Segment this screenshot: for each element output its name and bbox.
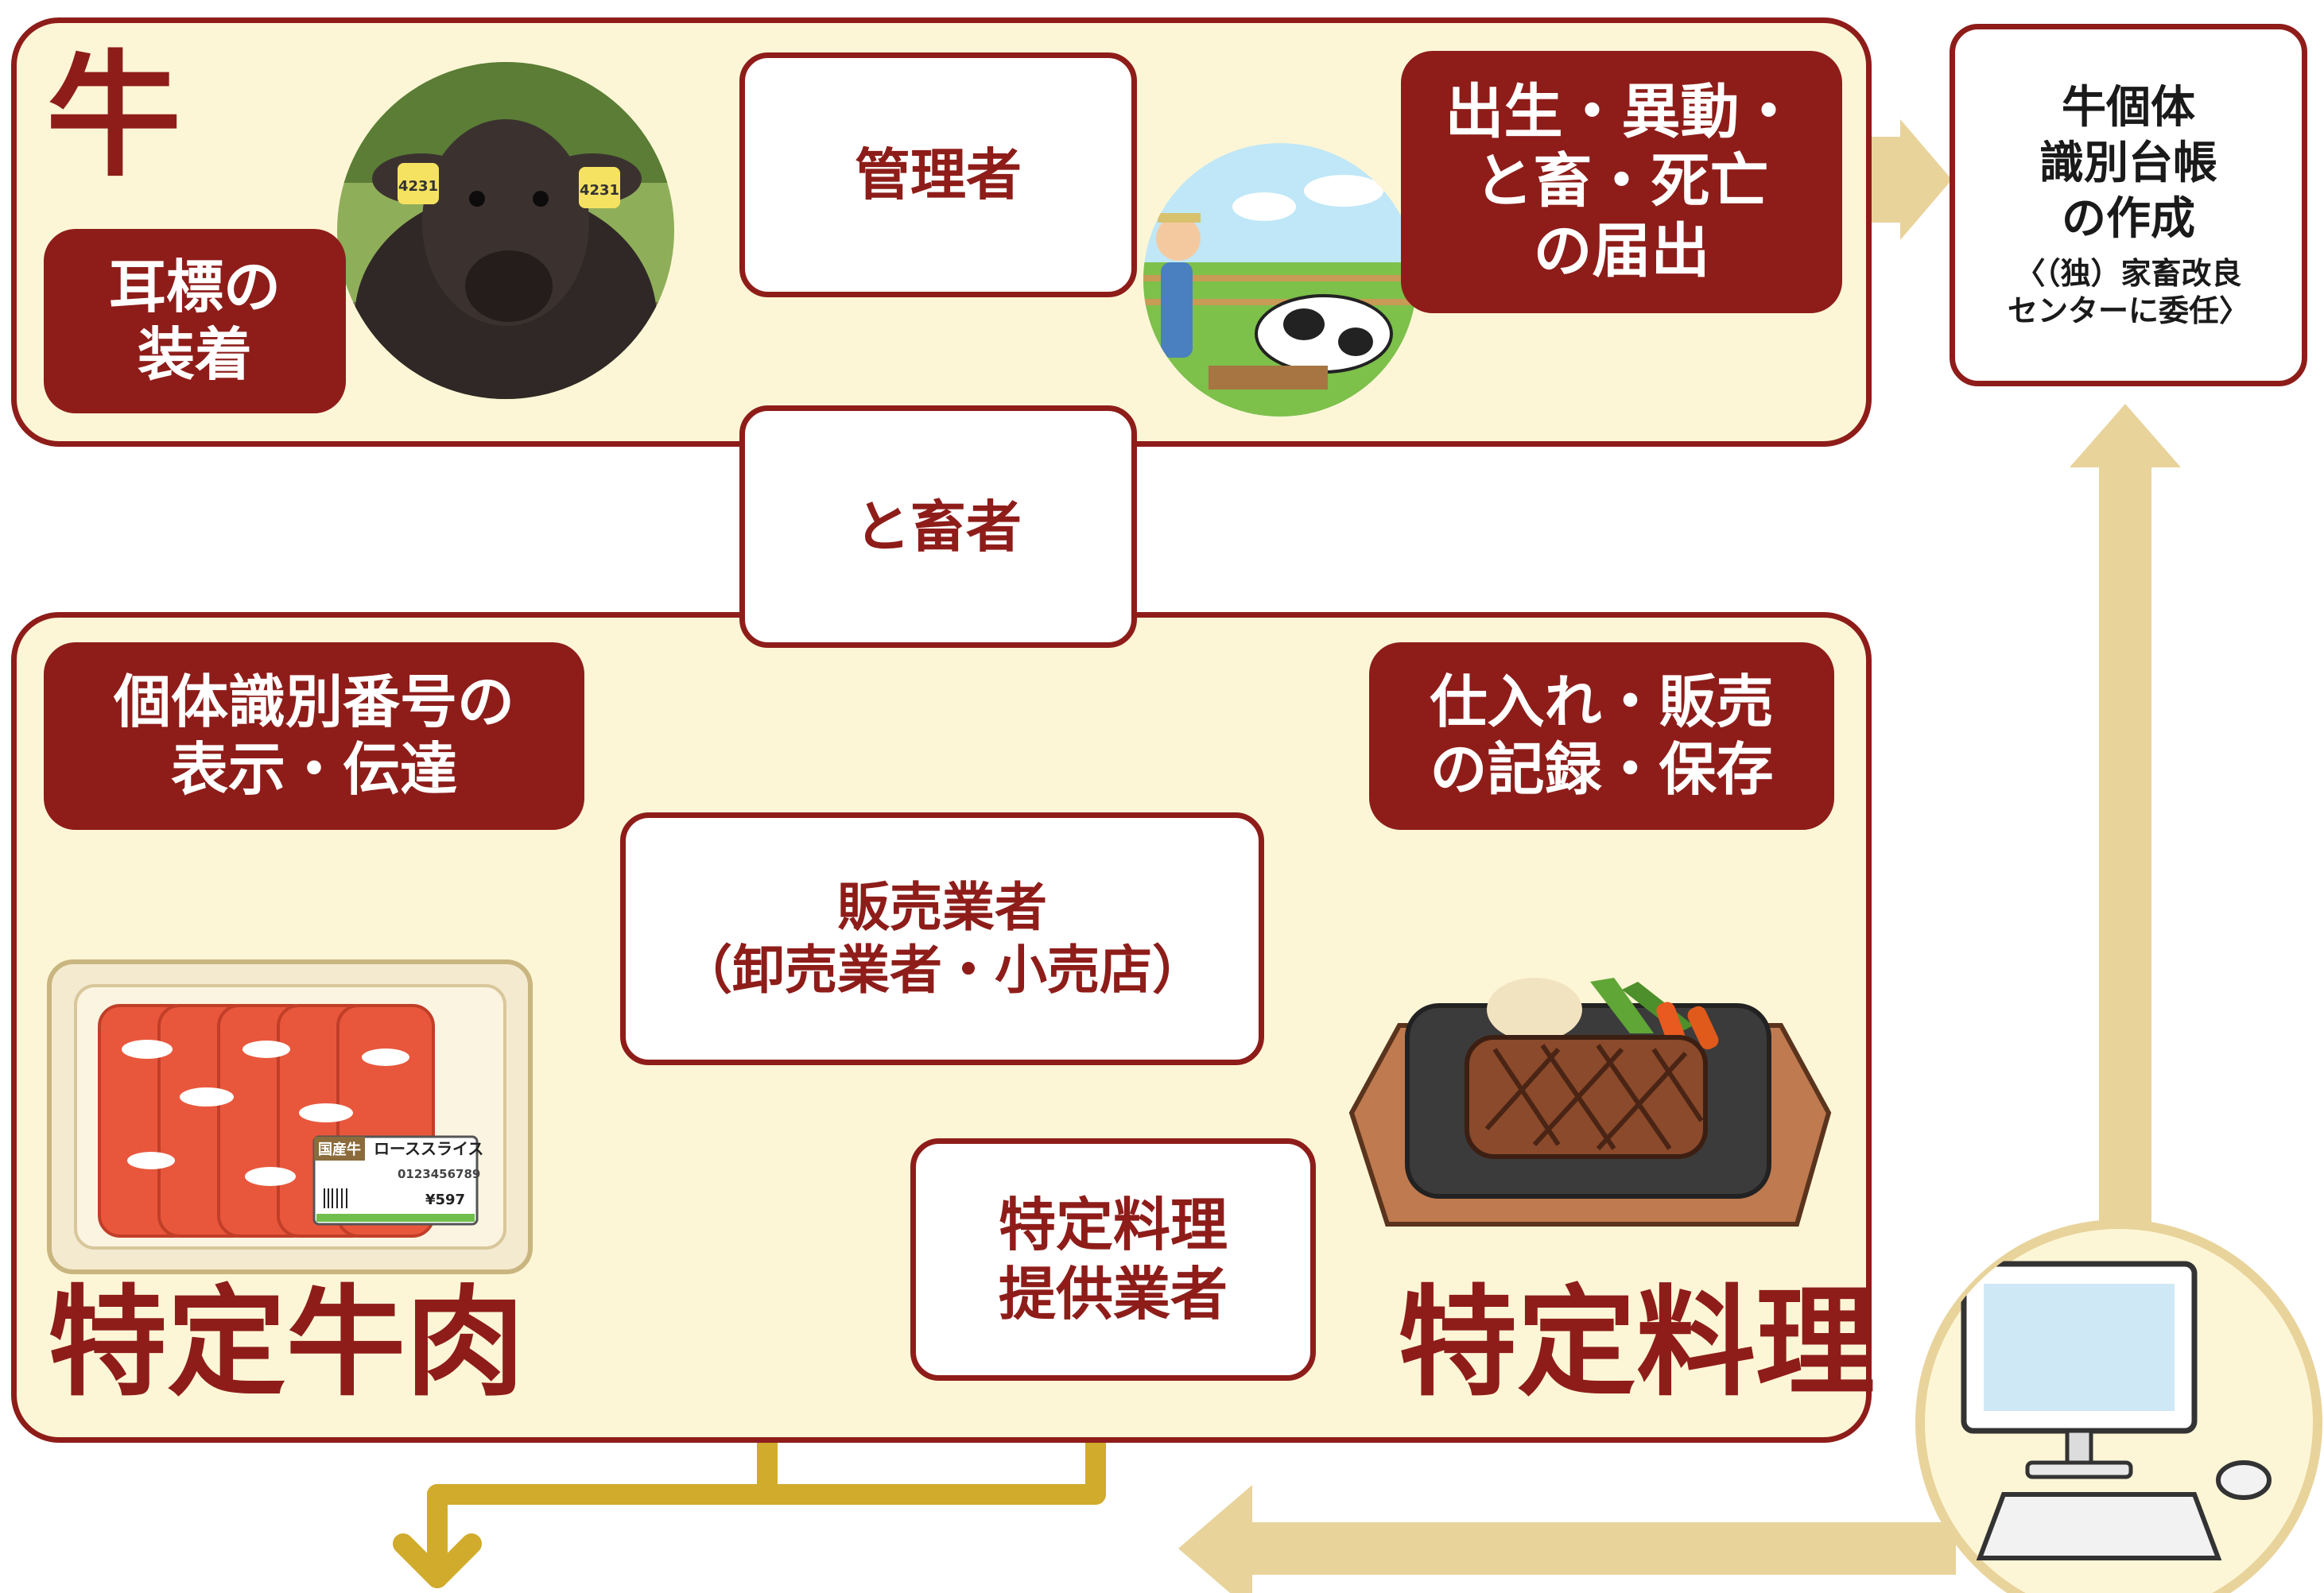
tag-ear-tag-line-2: 装着 — [137, 321, 252, 388]
cattle-title: 牛 — [46, 38, 182, 196]
node-specialty-line-1: 特定料理 — [998, 1192, 1228, 1259]
node-registry-note-1: 〈（独）家畜改良 — [2015, 255, 2242, 291]
arrow-to-registry — [1860, 119, 1952, 240]
dish-title: 特定料理 — [1398, 1274, 1876, 1413]
tag-display-number: 個体識別番号の 表示・伝達 — [44, 642, 584, 830]
tag-ear-tag-line-1: 耳標の — [108, 254, 281, 321]
node-registry-line-2: 識別台帳 — [2039, 137, 2217, 189]
node-specialty-line-2: 提供業者 — [998, 1260, 1228, 1328]
node-registry-line-1: 牛個体 — [2062, 81, 2195, 134]
tag-notification-line-3: の届出 — [1533, 216, 1710, 285]
tag-display-number-line-1: 個体識別番号の — [113, 669, 514, 736]
node-seller-line-1: 販売業者 — [837, 876, 1047, 938]
node-registry-note-2: センターに委任〉 — [2007, 293, 2249, 328]
arrow-computer-to-registry — [2070, 404, 2181, 1260]
tag-notification-line-2: と畜・死亡 — [1474, 147, 1769, 216]
node-registry-line-3: の作成 — [2062, 192, 2195, 245]
node-seller-line-2: （卸売業者・小売店） — [680, 940, 1205, 1001]
tag-ear-tag: 耳標の 装着 — [44, 229, 346, 413]
node-seller: 販売業者 （卸売業者・小売店） — [620, 812, 1264, 1065]
node-specialty: 特定料理 提供業者 — [910, 1138, 1316, 1381]
node-slaughterer-label: と畜者 — [855, 494, 1022, 560]
arrow-records-to-computer — [1178, 1485, 1956, 1593]
tag-notification-line-1: 出生・異動・ — [1445, 78, 1798, 147]
tag-records-line-1: 仕入れ・販売 — [1430, 669, 1774, 736]
tag-records: 仕入れ・販売 の記録・保存 — [1369, 642, 1834, 830]
node-registry: 牛個体 識別台帳 の作成 〈（独）家畜改良 センターに委任〉 — [1950, 24, 2307, 386]
tag-notification: 出生・異動・ と畜・死亡 の届出 — [1401, 51, 1842, 313]
node-manager: 管理者 — [739, 52, 1137, 297]
tag-records-line-2: の記録・保存 — [1430, 736, 1774, 803]
node-manager-label: 管理者 — [855, 142, 1022, 207]
meat-title: 特定牛肉 — [48, 1274, 526, 1413]
tag-display-number-line-2: 表示・伝達 — [170, 736, 457, 803]
node-slaughterer: と畜者 — [739, 405, 1137, 648]
